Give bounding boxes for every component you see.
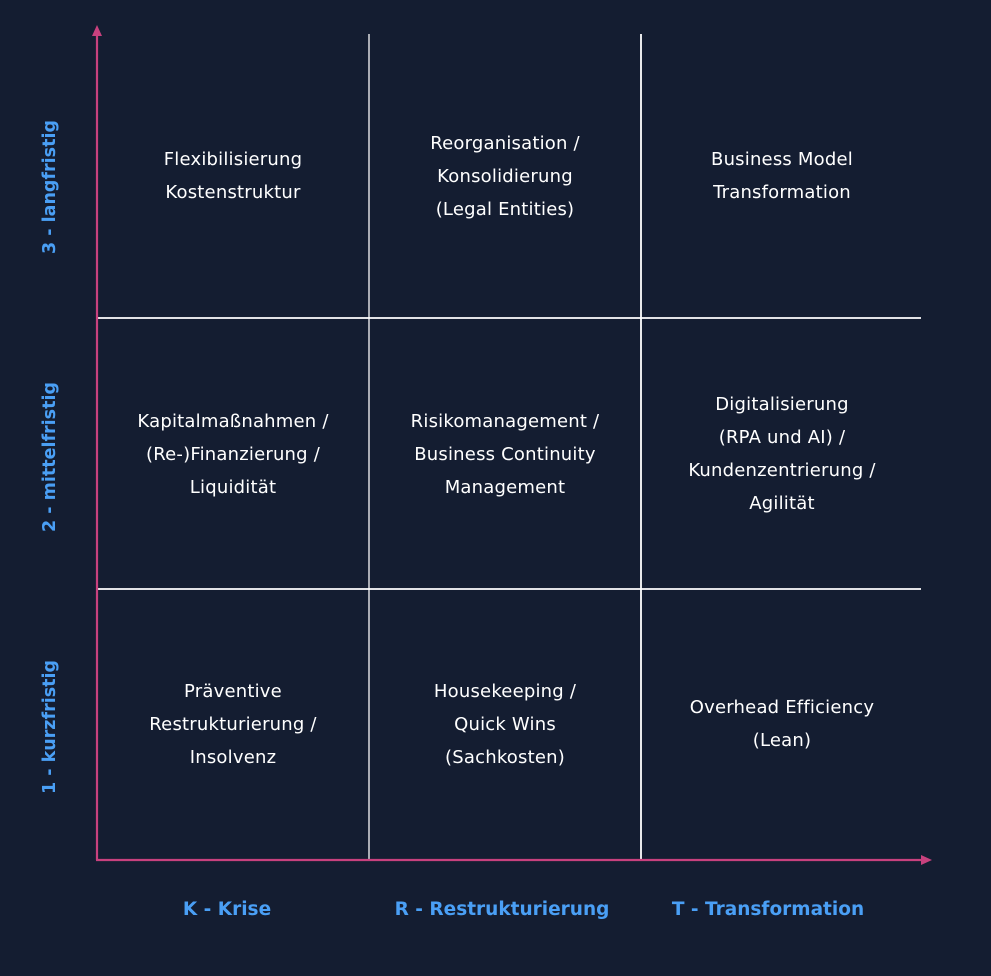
cell-mittelfristig-transformation: Digitalisierung (RPA und AI) / Kundenzen… — [642, 319, 922, 589]
row-label-mittelfristig: 2 - mittelfristig — [40, 382, 60, 533]
row-label-kurzfristig: 1 - kurzfristig — [40, 659, 60, 795]
cell-text: Digitalisierung (RPA und AI) / Kundenzen… — [688, 394, 876, 514]
cell-langfristig-restrukturierung: Reorganisation / Konsolidierung (Legal E… — [370, 34, 640, 318]
cell-text: Flexibilisierung Kostenstruktur — [163, 149, 303, 203]
cell-text: Reorganisation / Konsolidierung (Legal E… — [430, 132, 580, 220]
cell-text: Business Model Transformation — [711, 149, 853, 203]
cell-text: Präventive Restrukturierung / Insolvenz — [149, 680, 317, 768]
cell-langfristig-krise: Flexibilisierung Kostenstruktur — [98, 34, 368, 318]
row-label-langfristig: 3 - langfristig — [40, 120, 60, 254]
column-label-krise: K - Krise — [182, 899, 272, 920]
x-axis-arrow-icon — [921, 855, 932, 865]
column-label-transformation: T - Transformation — [671, 899, 865, 920]
cell-kurzfristig-restrukturierung: Housekeeping / Quick Wins (Sachkosten) — [370, 590, 640, 858]
cell-langfristig-transformation: Business Model Transformation — [642, 34, 922, 318]
cell-kurzfristig-krise: Präventive Restrukturierung / Insolvenz — [98, 590, 368, 858]
cell-kurzfristig-transformation: Overhead Efficiency (Lean) — [642, 590, 922, 858]
cell-text: Overhead Efficiency (Lean) — [689, 697, 875, 751]
cell-mittelfristig-restrukturierung: Risikomanagement / Business Continuity M… — [370, 319, 640, 589]
cell-mittelfristig-krise: Kapitalmaßnahmen / (Re-)Finanzierung / L… — [98, 319, 368, 589]
cell-text: Risikomanagement / Business Continuity M… — [410, 410, 600, 498]
cell-text: Kapitalmaßnahmen / (Re-)Finanzierung / L… — [137, 410, 329, 498]
y-axis-arrow-icon — [92, 25, 102, 36]
column-label-restrukturierung: R - Restrukturierung — [394, 899, 610, 920]
cell-text: Housekeeping / Quick Wins (Sachkosten) — [433, 680, 577, 768]
